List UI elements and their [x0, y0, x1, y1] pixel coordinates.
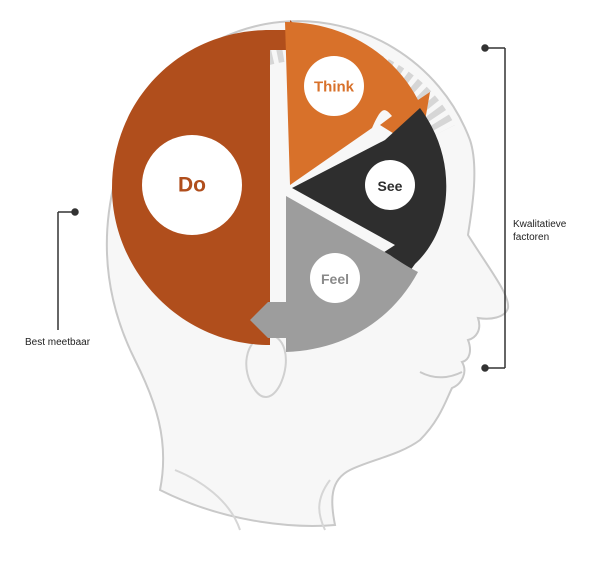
right-bracket-dot-top [481, 44, 489, 52]
feel-circle [310, 253, 360, 303]
left-annotation-label: Best meetbaar [25, 337, 91, 348]
think-label: Think [314, 79, 355, 96]
right-annotation-line1: Kwalitatieve [513, 219, 567, 230]
segment-think: Think [285, 22, 430, 185]
right-bracket-dot-bottom [481, 364, 489, 372]
right-bracket [481, 44, 506, 372]
see-label: See [378, 178, 403, 194]
neck-lines [174, 469, 331, 531]
see-circle [365, 160, 415, 210]
segment-see: See [292, 108, 447, 278]
ear-outline [245, 333, 287, 398]
segment-feel: Feel [250, 196, 418, 352]
lip-line [419, 371, 463, 379]
feel-label: Feel [321, 271, 349, 287]
think-circle [304, 56, 364, 116]
right-annotation-label: Kwalitatieve factoren [513, 218, 566, 244]
do-circle [142, 135, 242, 235]
do-label: Do [178, 174, 206, 197]
left-bracket-dot [71, 208, 79, 216]
segment-do: Do [112, 20, 310, 345]
right-annotation-line2: factoren [513, 232, 550, 243]
left-bracket [57, 208, 79, 330]
